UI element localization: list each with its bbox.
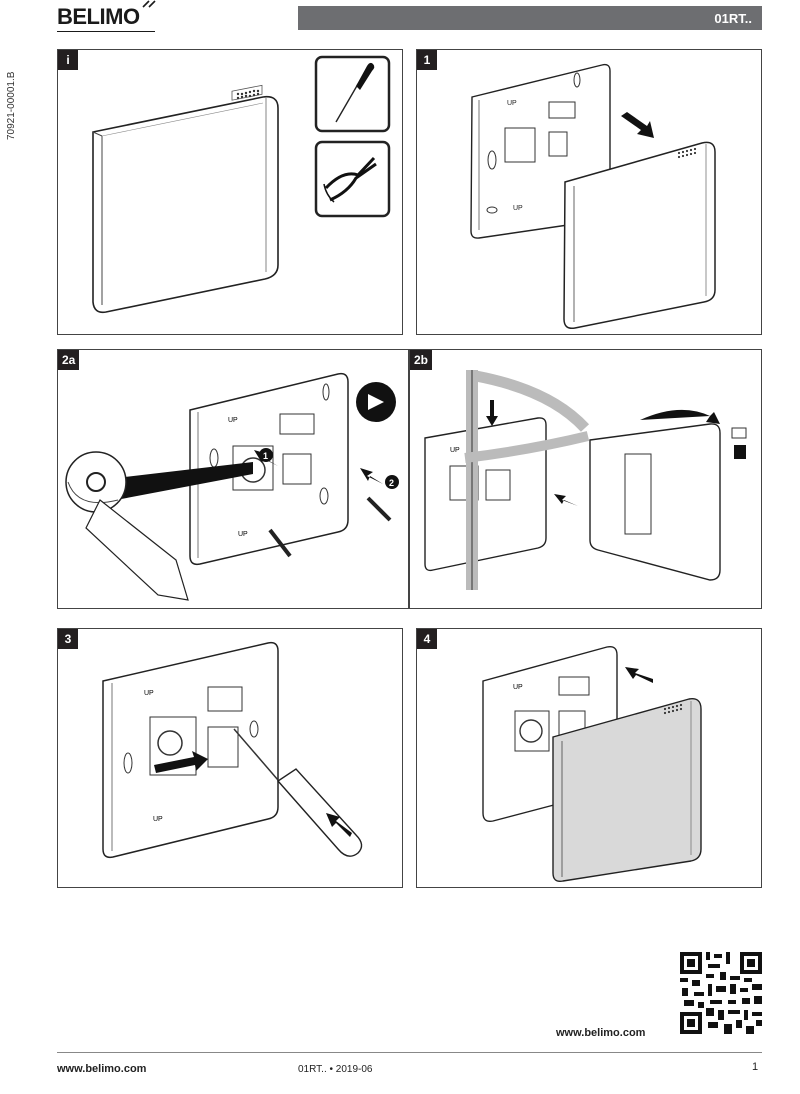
arrow-icon bbox=[326, 813, 352, 837]
product-header-bar: 01RT.. bbox=[298, 6, 762, 30]
svg-text:UP: UP bbox=[153, 816, 163, 823]
arrow-icon bbox=[554, 494, 578, 506]
device-cover bbox=[563, 141, 716, 330]
document-number: 70921-00001.B bbox=[6, 71, 17, 140]
panel-label-2a: 2a bbox=[58, 350, 80, 370]
pliers-icon bbox=[314, 140, 391, 218]
callout-2: 2 bbox=[389, 478, 394, 488]
close-cover-illustration: UP bbox=[482, 645, 702, 883]
arrow-icon bbox=[154, 751, 208, 773]
panel-label-1: 1 bbox=[417, 50, 437, 70]
vent-grille bbox=[231, 84, 263, 101]
footer-url[interactable]: www.belimo.com bbox=[57, 1063, 147, 1075]
panel-label-4: 4 bbox=[417, 629, 437, 649]
screwdriver-icon bbox=[233, 728, 363, 857]
wiring-illustration: UP bbox=[424, 370, 747, 590]
svg-text:UP: UP bbox=[450, 447, 460, 454]
svg-text:UP: UP bbox=[238, 531, 248, 538]
svg-text:UP: UP bbox=[513, 205, 523, 212]
footer-divider bbox=[57, 1052, 762, 1053]
arrow-icon bbox=[640, 409, 720, 424]
svg-text:UP: UP bbox=[144, 690, 154, 697]
svg-text:UP: UP bbox=[507, 100, 517, 107]
panel-3: UP UP 3 bbox=[57, 628, 403, 888]
remove-cover-illustration: UP UP bbox=[470, 63, 716, 330]
logo-underline bbox=[57, 31, 155, 32]
tools-illustration bbox=[314, 55, 391, 218]
qr-code[interactable] bbox=[680, 952, 762, 1034]
terminal-illustration: UP UP bbox=[102, 641, 363, 859]
logo-text: BELIMO bbox=[57, 4, 140, 29]
svg-text:UP: UP bbox=[228, 417, 238, 424]
device-cover bbox=[552, 698, 702, 883]
panel-1: UP UP 1 bbox=[416, 49, 762, 335]
arrow-icon bbox=[625, 667, 653, 683]
panel-2b: UP 2b bbox=[409, 349, 762, 609]
qr-caption-url[interactable]: www.belimo.com bbox=[556, 1027, 646, 1039]
mounting-illustration: UP UP 1 2 bbox=[65, 372, 399, 601]
panel-4: UP 4 bbox=[416, 628, 762, 888]
panel-i: i bbox=[57, 49, 403, 335]
arrow-icon bbox=[486, 400, 498, 426]
page-number: 1 bbox=[752, 1061, 759, 1073]
product-code: 01RT.. bbox=[714, 10, 752, 26]
logo-mark-icon bbox=[142, 0, 156, 8]
footer-document-info: 01RT.. • 2019-06 bbox=[298, 1064, 373, 1075]
panel-label-2b: 2b bbox=[410, 350, 433, 370]
screwdriver-icon bbox=[314, 55, 391, 133]
callout-1: 1 bbox=[263, 451, 268, 461]
svg-text:UP: UP bbox=[513, 684, 523, 691]
panel-2a: UP UP 1 2 2a bbox=[57, 349, 409, 609]
arrow-icon bbox=[621, 112, 654, 138]
panel-label-i: i bbox=[58, 50, 78, 70]
arrow-icon bbox=[360, 468, 383, 484]
panel-label-3: 3 bbox=[58, 629, 78, 649]
belimo-logo: BELIMO bbox=[57, 0, 157, 34]
device-illustration bbox=[92, 84, 279, 314]
